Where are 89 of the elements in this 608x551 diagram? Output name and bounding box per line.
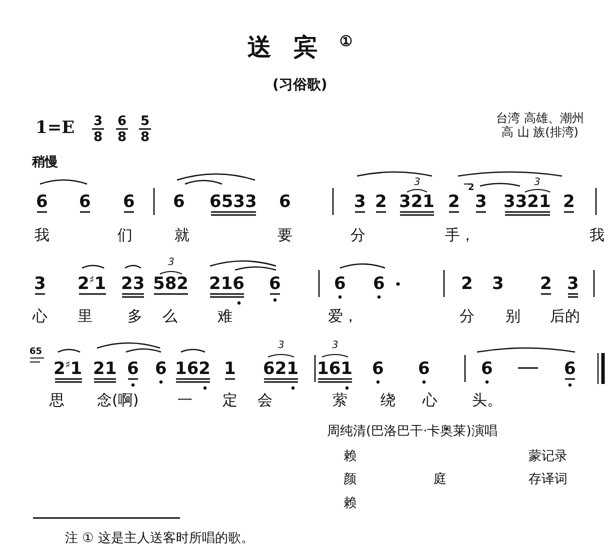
credit-line: 赖 (344, 450, 356, 462)
note: 3 (354, 194, 366, 210)
footnote: 注 ① 这是主人送客时所唱的歌。 (65, 532, 254, 544)
tuplet-number: 3 (533, 178, 542, 188)
note: 6 (418, 360, 430, 378)
note: 2$^{♯}$1 (54, 360, 82, 378)
note: 6 (373, 276, 385, 292)
lyric: 一 (178, 392, 192, 408)
lyric: 么 (162, 308, 178, 324)
lyric: 们 (118, 228, 132, 242)
lyric: 萦 (332, 392, 348, 408)
time-signature-numeral: 6 (118, 114, 127, 128)
time-signature-numeral: 8 (94, 130, 103, 144)
note: 6 (481, 360, 493, 378)
origin-note: 台湾 高雄、潮州 (496, 112, 584, 124)
title: 送宾$^{①}$ (248, 35, 374, 59)
note: 6 (372, 360, 384, 378)
credit-line: 存译词 (528, 472, 568, 486)
note: 162 (175, 360, 210, 378)
note: 21 (93, 360, 117, 378)
note: 6 (564, 360, 576, 378)
note: 3 (34, 276, 46, 292)
tuplet-number: 3 (413, 178, 422, 188)
time-signature-numeral: 8 (118, 130, 127, 144)
note: 2 (448, 194, 460, 210)
tuplet-number: 3 (277, 341, 286, 351)
lyric: 多 (128, 308, 142, 324)
credit-line: 颜 (344, 472, 356, 486)
grace-note: 2 (468, 184, 474, 192)
lyric: 爱， (328, 308, 358, 324)
note: 6 (123, 194, 135, 210)
lyric: 头。 (472, 392, 502, 408)
tuplet-number: 3 (331, 341, 340, 351)
tempo-mark: 稍慢 (32, 156, 58, 168)
grace-note: 65 (30, 348, 42, 356)
credit-line: 蒙记录 (528, 450, 568, 462)
lyric: 里 (78, 308, 92, 324)
lyric: 分 (350, 228, 366, 242)
lyric: 思 (50, 392, 64, 408)
note: 6 (279, 194, 291, 210)
lyric: 就 (174, 228, 190, 242)
note: 2 (375, 194, 387, 210)
note: 3321 (504, 194, 551, 210)
note: 6 (36, 194, 48, 210)
note: 3 (567, 276, 579, 292)
note: 6 (269, 276, 281, 292)
note: 6533 (210, 194, 257, 210)
origin-note: 高 山 族(排湾) (502, 126, 578, 138)
subtitle: (习俗歌) (272, 78, 328, 92)
note: 161 (317, 360, 352, 378)
note: 6 (79, 194, 91, 210)
lyric: 心 (32, 308, 48, 324)
note: 321 (399, 194, 434, 210)
time-signature-numeral: 3 (94, 114, 103, 128)
lyric: 会 (258, 392, 272, 408)
lyric: 手， (445, 228, 475, 242)
note: 1 (224, 360, 236, 378)
note: 2$^{♯}$1 (78, 276, 106, 292)
note: 6 (334, 276, 346, 292)
lyric: 分 (460, 308, 474, 324)
credit-line: 赖 (344, 496, 356, 510)
lyric: 念(啊) (97, 392, 139, 408)
lyric: 绕 (380, 392, 396, 408)
time-signature-numeral: 8 (140, 130, 150, 144)
credit-line: 周纯清(巴洛巴干·卡奥莱)演唱 (327, 424, 498, 438)
note: 23 (121, 276, 145, 292)
note: 582 (153, 276, 188, 292)
key-signature: 1=E (36, 120, 75, 136)
lyric: 我 (34, 228, 50, 242)
note: 621 (263, 360, 298, 378)
note: 2 (563, 194, 575, 210)
note: 6 (173, 194, 185, 210)
lyric: 难 (218, 308, 232, 324)
lyric: 别 (506, 308, 520, 324)
credit-line: 庭 (434, 472, 446, 486)
note: 3 (492, 276, 504, 292)
note: 3 (475, 194, 487, 210)
note: 6 (127, 360, 139, 378)
lyric: 要 (278, 228, 292, 242)
lyric: 心 (422, 392, 438, 408)
lyric: 我 (590, 228, 604, 242)
note: 6 (155, 360, 167, 378)
tuplet-number: 3 (167, 258, 176, 268)
note: 216 (209, 276, 244, 292)
note: 2 (540, 276, 552, 292)
note: 2 (461, 276, 473, 292)
lyric: 后的 (550, 308, 580, 324)
time-signature-numeral: 5 (140, 114, 150, 128)
lyric: 定 (222, 392, 238, 408)
